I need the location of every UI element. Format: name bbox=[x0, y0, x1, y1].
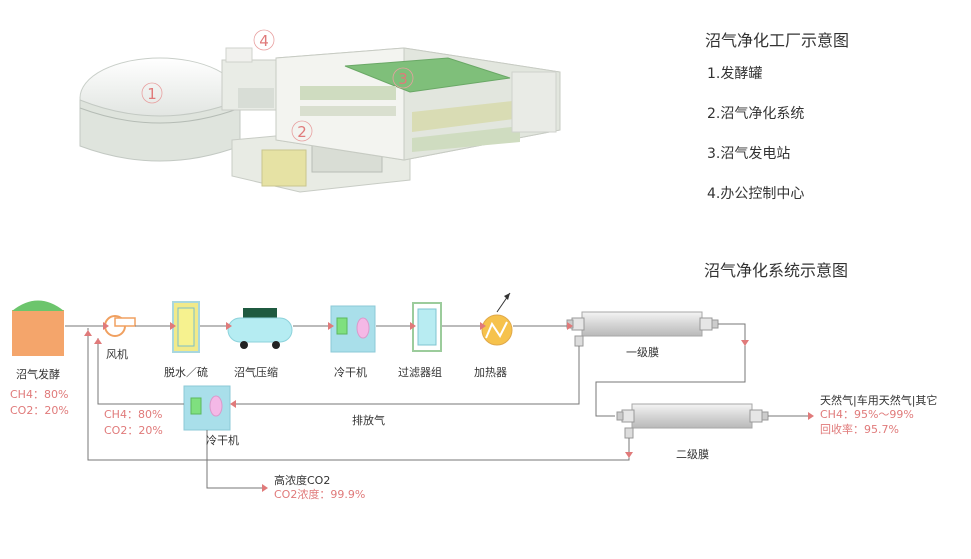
recycle-ch4: CH4：80% bbox=[104, 408, 162, 421]
label-dryer-1: 冷干机 bbox=[334, 365, 367, 379]
fermentation-tank bbox=[12, 300, 64, 356]
label-heater: 加热器 bbox=[474, 366, 507, 379]
label-dryer-2: 冷干机 bbox=[206, 433, 239, 447]
flow-arrows bbox=[84, 322, 814, 492]
marker-circle-4 bbox=[253, 29, 275, 51]
label-ferment: 沼气发酵 bbox=[16, 367, 60, 381]
label-fan: 风机 bbox=[106, 347, 128, 361]
marker-circle-2 bbox=[291, 120, 313, 142]
plant-markers: 1 2 3 4 bbox=[141, 29, 414, 142]
legend-item-3: 3.沼气发电站 bbox=[707, 146, 790, 162]
product-ch4: CH4：95%～99% bbox=[820, 408, 914, 421]
membrane-1 bbox=[566, 311, 719, 347]
compressor-icon bbox=[227, 308, 293, 349]
product-name: 天然气|车用天然气|其它 bbox=[820, 393, 937, 407]
label-filter: 过滤器组 bbox=[398, 365, 442, 379]
fan-icon bbox=[104, 315, 136, 337]
label-dewater: 脱水／硫 bbox=[164, 365, 208, 379]
legend-item-1: 1.发酵罐 bbox=[707, 66, 762, 82]
membrane-2 bbox=[616, 403, 769, 439]
plant-legend: 沼气净化工厂示意图 1.发酵罐 2.沼气净化系统 3.沼气发电站 4.办公控制中… bbox=[705, 31, 849, 202]
marker-3: 3 bbox=[398, 70, 408, 88]
label-compress: 沼气压缩 bbox=[234, 365, 278, 379]
digester-tank bbox=[79, 57, 241, 162]
marker-2: 2 bbox=[297, 123, 307, 141]
legend-item-4: 4.办公控制中心 bbox=[707, 186, 804, 202]
flow-title: 沼气净化系统示意图 bbox=[704, 261, 848, 280]
power-station bbox=[275, 47, 561, 161]
label-membrane-2: 二级膜 bbox=[676, 448, 709, 461]
legend-item-2: 2.沼气净化系统 bbox=[707, 106, 804, 122]
heater-icon bbox=[481, 292, 513, 346]
co2-out-name: 高浓度CO2 bbox=[274, 473, 330, 487]
marker-circle-3 bbox=[392, 67, 414, 89]
cold-dryer-2 bbox=[183, 385, 231, 431]
plant-illustration bbox=[79, 47, 561, 193]
cold-dryer-1 bbox=[330, 305, 376, 353]
marker-4: 4 bbox=[259, 32, 269, 50]
marker-circle-1 bbox=[141, 82, 163, 104]
label-membrane-1: 一级膜 bbox=[626, 346, 659, 359]
plant-title: 沼气净化工厂示意图 bbox=[705, 31, 849, 50]
flow-lines bbox=[65, 323, 808, 489]
inlet-co2: CO2：20% bbox=[10, 404, 69, 417]
label-exhaust: 排放气 bbox=[352, 413, 385, 427]
flow-labels: 沼气净化系统示意图 沼气发酵 CH4：80% CO2：20% 风机 脱水／硫 沼… bbox=[10, 261, 937, 501]
product-recovery: 回收率：95.7% bbox=[820, 422, 899, 436]
co2-out-purity: CO2浓度：99.9% bbox=[274, 487, 365, 501]
marker-1: 1 bbox=[147, 85, 157, 103]
recycle-co2: CO2：20% bbox=[104, 424, 163, 437]
inlet-ch4: CH4：80% bbox=[10, 388, 68, 401]
